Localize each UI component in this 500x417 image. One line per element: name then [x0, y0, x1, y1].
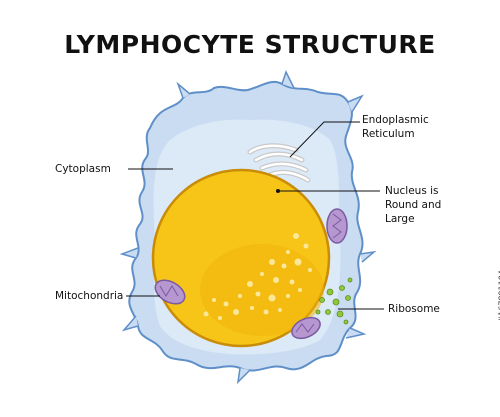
leader-lines — [126, 121, 384, 310]
label-er-line1: Endoplasmic — [362, 114, 429, 126]
label-ribosome: Ribosome — [388, 303, 440, 315]
stock-footer — [0, 393, 500, 417]
nucleus-leader-dot — [276, 189, 280, 193]
label-nucleus-line3: Large — [385, 213, 415, 225]
mitochondrion-right — [326, 208, 348, 244]
membrane-spikes — [119, 70, 377, 385]
label-endoplasmic-reticulum: Endoplasmic Reticulum — [362, 113, 429, 141]
nucleus-shade — [200, 244, 324, 336]
ribosomes — [315, 277, 353, 325]
leader-er — [289, 121, 360, 158]
label-nucleus-line2: Round and — [385, 199, 442, 211]
label-nucleus-line1: Nucleus is — [385, 185, 439, 197]
label-cytoplasm: Cytoplasm — [55, 163, 111, 175]
label-nucleus: Nucleus is Round and Large — [385, 184, 441, 226]
mitochondrion-left — [154, 279, 186, 305]
nucleus-granules — [203, 233, 312, 320]
label-er-line2: Reticulum — [362, 128, 415, 140]
diagram-title: LYMPHOCYTE STRUCTURE — [64, 30, 436, 59]
mitochondrion-bottom — [291, 316, 321, 340]
label-mitochondria: Mitochondria — [55, 290, 124, 302]
